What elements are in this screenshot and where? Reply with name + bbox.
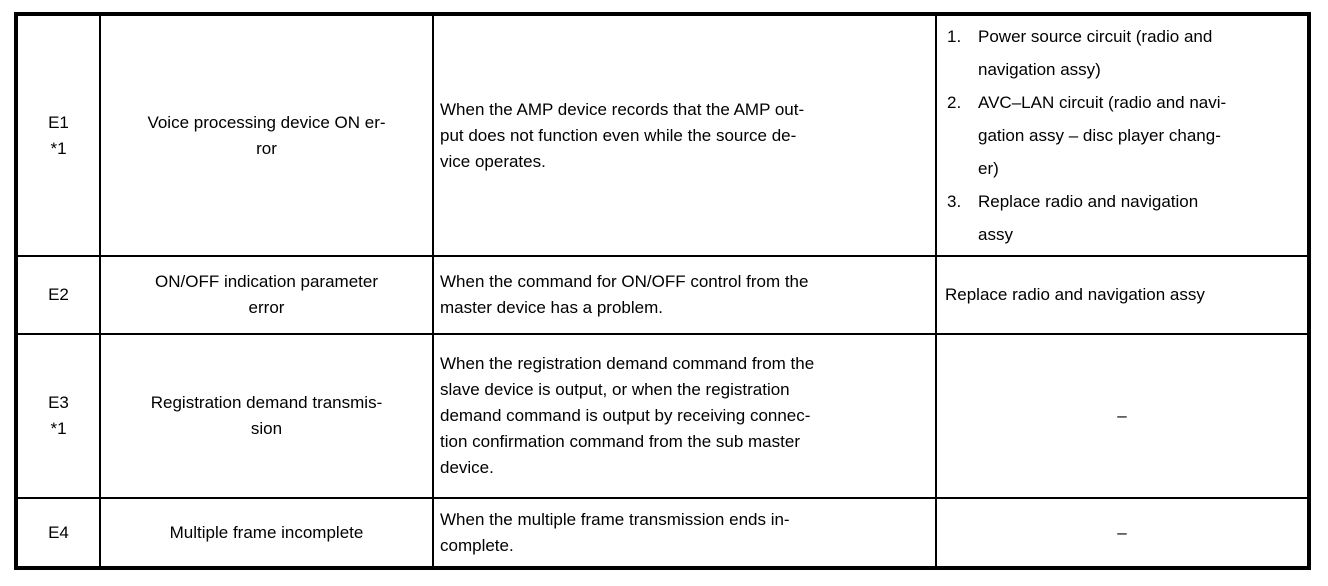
error-code-cell: E2 <box>15 255 101 335</box>
remedy-cell: 1. Power source circuit (radio and navig… <box>935 13 1310 257</box>
list-item-text: Replace radio and navigation assy <box>978 192 1199 244</box>
table-row: E1 *1 Voice processing device ON er- ror… <box>15 13 1310 257</box>
remedy-dash: – <box>1117 406 1127 425</box>
remedy-list: 1. Power source circuit (radio and navig… <box>945 20 1303 251</box>
remedy-text: Replace radio and navigation assy <box>945 285 1205 304</box>
remedy-dash: – <box>1117 522 1127 542</box>
error-name-cell: Registration demand transmis- sion <box>99 333 434 499</box>
error-name: ON/OFF indication parameter error <box>155 272 378 317</box>
description-cell: When the AMP device records that the AMP… <box>432 13 937 257</box>
list-item-text: Power source circuit (radio and navigati… <box>978 27 1213 79</box>
remedy-list-item: 3. Replace radio and navigation assy <box>945 185 1303 251</box>
error-code-cell: E3 *1 <box>15 333 101 499</box>
diagnostic-code-table: E1 *1 Voice processing device ON er- ror… <box>14 12 1311 570</box>
description-cell: When the multiple frame transmission end… <box>432 497 937 569</box>
error-name-cell: ON/OFF indication parameter error <box>99 255 434 335</box>
remedy-cell: Replace radio and navigation assy <box>935 255 1310 335</box>
table-row: E3 *1 Registration demand transmis- sion… <box>15 333 1310 499</box>
description-cell: When the registration demand command fro… <box>432 333 937 499</box>
error-name: Registration demand transmis- sion <box>150 393 383 438</box>
description-text: When the registration demand command fro… <box>440 354 815 477</box>
error-code: E3 *1 <box>48 393 69 438</box>
table-row: E2 ON/OFF indication parameter error Whe… <box>15 255 1310 335</box>
error-code-cell: E1 *1 <box>15 13 101 257</box>
list-item-text: AVC–LAN circuit (radio and navi- gation … <box>978 93 1227 178</box>
table-row: E4 Multiple frame incomplete When the mu… <box>15 497 1310 569</box>
description-text: When the multiple frame transmission end… <box>440 509 790 555</box>
list-item-number: 2. <box>947 93 962 112</box>
error-name: Multiple frame incomplete <box>169 522 364 542</box>
remedy-list-item: 1. Power source circuit (radio and navig… <box>945 20 1303 86</box>
list-item-number: 3. <box>947 192 962 211</box>
description-text: When the command for ON/OFF control from… <box>440 272 809 317</box>
remedy-cell: – <box>935 497 1310 569</box>
description-cell: When the command for ON/OFF control from… <box>432 255 937 335</box>
error-name-cell: Multiple frame incomplete <box>99 497 434 569</box>
error-code: E1 *1 <box>48 112 69 158</box>
error-code-cell: E4 <box>15 497 101 569</box>
remedy-list-item: 2. AVC–LAN circuit (radio and navi- gati… <box>945 86 1303 185</box>
remedy-cell: – <box>935 333 1310 499</box>
description-text: When the AMP device records that the AMP… <box>440 99 805 171</box>
error-code: E2 <box>48 285 69 304</box>
error-code: E4 <box>48 522 69 542</box>
error-name: Voice processing device ON er- ror <box>147 112 386 158</box>
error-name-cell: Voice processing device ON er- ror <box>99 13 434 257</box>
list-item-number: 1. <box>947 27 962 46</box>
